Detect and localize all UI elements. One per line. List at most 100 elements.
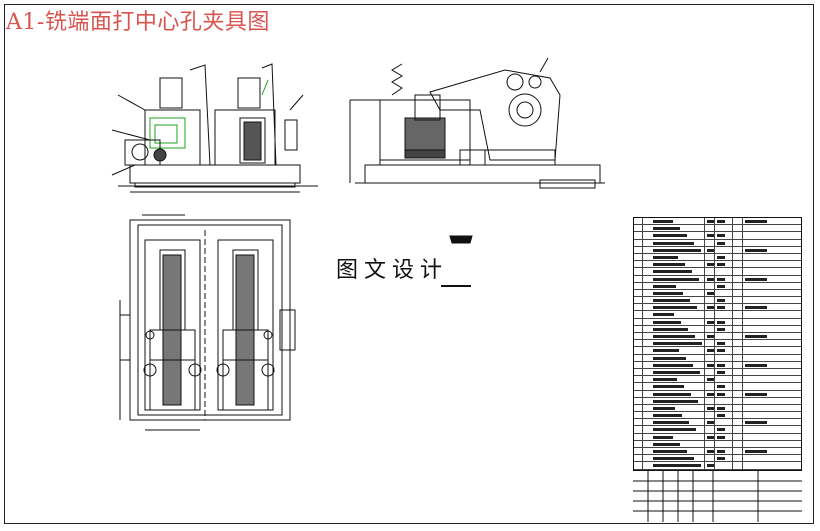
bom-cell [743, 419, 801, 425]
bom-cell [643, 325, 705, 332]
bom-text [717, 406, 725, 410]
bom-cell [733, 448, 743, 455]
bom-cell [705, 304, 715, 311]
bom-cell [634, 232, 643, 239]
bom-text [717, 414, 725, 418]
title-block [633, 470, 802, 522]
bom-text [653, 363, 693, 367]
bom-cell [715, 448, 733, 455]
bom-cell [715, 297, 733, 304]
bom-row [634, 368, 801, 377]
bom-text [717, 299, 725, 303]
bom-text [707, 421, 714, 425]
bom-cell [634, 347, 643, 354]
bom-text [717, 255, 725, 259]
bom-row [634, 440, 801, 448]
bom-text [717, 370, 725, 374]
bom-cell [743, 290, 801, 296]
bom-text [707, 464, 714, 468]
bom-cell [705, 383, 715, 390]
bom-row [634, 376, 801, 384]
bom-row [634, 282, 801, 290]
bom-cell [715, 397, 733, 404]
bom-text [717, 277, 725, 281]
bom-cell [743, 448, 801, 454]
bom-text [717, 306, 725, 310]
bom-row [634, 412, 801, 420]
bom-cell [634, 304, 643, 311]
bom-cell [634, 354, 643, 361]
bom-cell [733, 304, 743, 311]
bom-cell [643, 289, 705, 297]
bom-text [707, 320, 714, 324]
bom-cell [643, 462, 705, 469]
bom-text [653, 428, 696, 432]
bom-text [653, 320, 681, 324]
bom-text [745, 335, 767, 338]
bom-cell [705, 412, 715, 419]
bom-cell [715, 412, 733, 419]
bom-cell [733, 282, 743, 289]
bom-cell [715, 404, 733, 412]
bom-text [707, 363, 714, 367]
bom-cell [743, 268, 801, 274]
bom-text [717, 349, 725, 353]
bom-cell [733, 383, 743, 390]
bom-cell [634, 412, 643, 419]
bom-cell [705, 246, 715, 253]
bom-cell [643, 261, 705, 268]
bom-cell [705, 426, 715, 433]
section-marker [449, 235, 473, 244]
bom-cell [634, 225, 643, 232]
bom-text [653, 255, 678, 259]
bom-cell [634, 253, 643, 261]
bom-cell [733, 218, 743, 225]
bom-cell [733, 268, 743, 275]
bom-cell [715, 368, 733, 376]
bom-cell [634, 426, 643, 433]
bom-cell [705, 347, 715, 354]
bom-cell [643, 390, 705, 397]
bom-text [707, 378, 714, 382]
bom-cell [733, 404, 743, 412]
bom-cell [643, 304, 705, 311]
bom-cell [705, 225, 715, 232]
bom-cell [705, 390, 715, 397]
bom-cell [643, 404, 705, 412]
bom-text [745, 363, 767, 367]
bom-text [717, 450, 725, 453]
bom-cell [733, 297, 743, 304]
bom-cell [715, 304, 733, 311]
bom-row [634, 333, 801, 341]
bom-text [745, 248, 767, 252]
bom-cell [743, 434, 801, 440]
bom-cell [705, 239, 715, 246]
bom-cell [634, 433, 643, 440]
bom-row [634, 426, 801, 434]
bom-cell [715, 333, 733, 340]
bom-text [653, 291, 683, 295]
bom-cell [705, 297, 715, 304]
bom-cell [743, 232, 801, 238]
bom-row [634, 275, 801, 283]
bom-cell [715, 311, 733, 318]
bom-cell [634, 246, 643, 253]
bom-cell [705, 333, 715, 340]
bom-row [634, 325, 801, 333]
bom-cell [715, 253, 733, 261]
bom-text [745, 450, 767, 453]
bom-text [653, 313, 674, 317]
bom-cell [733, 368, 743, 376]
bom-cell [733, 311, 743, 318]
bom-cell [643, 268, 705, 275]
bom-row [634, 354, 801, 362]
bom-text [717, 435, 725, 439]
bom-cell [705, 289, 715, 297]
bom-text [717, 284, 725, 288]
bom-cell [634, 390, 643, 397]
bom-text [717, 392, 725, 396]
bom-cell [743, 304, 801, 310]
bom-cell [715, 246, 733, 253]
watermark-text: 图文设计 [336, 258, 449, 283]
bom-row [634, 253, 801, 262]
